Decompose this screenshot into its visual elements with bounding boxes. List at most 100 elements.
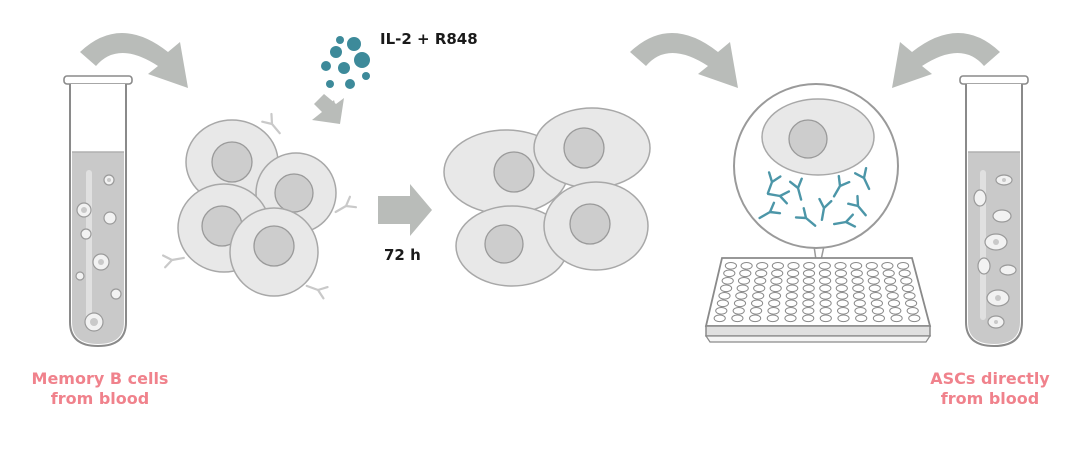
plate-well bbox=[733, 299, 747, 308]
plate-well bbox=[889, 307, 902, 315]
plate-well bbox=[784, 307, 798, 315]
plate-well bbox=[855, 314, 868, 323]
plate-well bbox=[756, 262, 769, 270]
plate-well bbox=[906, 307, 919, 315]
plate-well bbox=[750, 307, 763, 315]
plate-well bbox=[769, 284, 782, 293]
plate-well bbox=[837, 307, 850, 315]
plate-well bbox=[837, 314, 850, 323]
plate-well bbox=[732, 307, 745, 315]
plate-well bbox=[787, 262, 800, 270]
plate-well bbox=[713, 314, 726, 323]
curved-arrow-icon bbox=[892, 33, 1000, 88]
curved-arrow-icon bbox=[80, 33, 188, 88]
test-tube-icon bbox=[959, 75, 1029, 348]
plate-well bbox=[866, 269, 879, 278]
plate-well bbox=[865, 262, 878, 270]
plate-well bbox=[850, 262, 863, 270]
plate-well bbox=[740, 262, 753, 270]
plate-well bbox=[786, 277, 799, 285]
plate-well bbox=[886, 292, 899, 300]
plate-well bbox=[853, 299, 866, 308]
magnifier-bubble-icon bbox=[733, 83, 899, 275]
plate-well bbox=[784, 314, 797, 323]
plate-well bbox=[901, 284, 915, 293]
plate-well bbox=[766, 314, 779, 323]
caption-line: from blood bbox=[940, 389, 1040, 408]
plate-well bbox=[786, 284, 799, 293]
stimulant-particles-icon bbox=[321, 36, 370, 89]
b-cell-cluster-icon bbox=[161, 112, 358, 300]
plate-well bbox=[834, 269, 848, 278]
plate-well bbox=[890, 314, 903, 323]
plate-well bbox=[768, 292, 782, 300]
plate-well bbox=[903, 292, 916, 300]
plate-well bbox=[718, 292, 731, 300]
plate-well bbox=[870, 299, 884, 308]
plate-well bbox=[802, 284, 815, 293]
plate-well bbox=[819, 292, 832, 300]
plate-well bbox=[854, 307, 867, 315]
plate-well bbox=[887, 299, 901, 308]
forward-arrow-icon bbox=[378, 184, 432, 236]
plate-well bbox=[819, 314, 832, 323]
plate-well bbox=[885, 284, 898, 293]
duration-label: 72 h bbox=[384, 246, 421, 264]
caption-line: from blood bbox=[50, 389, 150, 408]
plate-well bbox=[834, 262, 847, 270]
plate-well bbox=[819, 299, 832, 308]
plate-well bbox=[871, 307, 885, 315]
plate-well bbox=[767, 307, 780, 315]
plate-well bbox=[737, 277, 751, 285]
plate-well bbox=[803, 262, 816, 270]
plate-well bbox=[836, 299, 849, 308]
plate-well bbox=[720, 284, 733, 293]
plate-well bbox=[898, 269, 911, 278]
plate-well bbox=[897, 262, 910, 270]
plate-well bbox=[905, 299, 918, 308]
plate-well bbox=[882, 269, 895, 278]
plate-well bbox=[802, 307, 815, 315]
plate-well bbox=[785, 292, 798, 300]
plate-well bbox=[731, 314, 744, 323]
plate-well bbox=[819, 307, 832, 315]
plate-well bbox=[768, 299, 781, 308]
plate-well bbox=[785, 299, 798, 308]
plate-well bbox=[851, 277, 864, 285]
caption-line: ASCs directly bbox=[930, 369, 1050, 388]
plate-well bbox=[869, 292, 882, 300]
plate-well bbox=[716, 299, 730, 308]
curved-arrow-icon bbox=[630, 33, 738, 88]
plasmablast-cluster-icon bbox=[443, 107, 651, 287]
plate-well bbox=[754, 277, 767, 285]
plate-well bbox=[872, 314, 886, 323]
plate-well bbox=[802, 299, 815, 308]
elisa-plate-icon bbox=[704, 257, 932, 343]
plate-well bbox=[755, 269, 768, 278]
plate-well bbox=[770, 277, 783, 285]
plate-well bbox=[771, 262, 785, 270]
plate-well bbox=[867, 277, 880, 285]
plate-well bbox=[883, 277, 897, 285]
memory-b-cells-caption: Memory B cells from blood bbox=[10, 369, 190, 409]
stimulant-label: IL-2 + R848 bbox=[380, 30, 478, 48]
plate-well bbox=[819, 277, 832, 285]
plate-well bbox=[850, 269, 863, 278]
plate-well bbox=[739, 269, 752, 278]
plate-well bbox=[868, 284, 881, 293]
plate-well bbox=[835, 277, 848, 285]
particle-arrow-icon bbox=[312, 94, 344, 124]
plate-well bbox=[771, 269, 784, 278]
plate-well bbox=[852, 292, 866, 300]
plate-well bbox=[818, 262, 831, 270]
plate-well bbox=[751, 299, 764, 308]
plate-well bbox=[836, 292, 849, 300]
test-tube-icon bbox=[63, 75, 133, 348]
plate-well bbox=[715, 307, 728, 315]
plate-well bbox=[735, 292, 748, 300]
plate-well bbox=[908, 314, 921, 323]
plate-well bbox=[802, 314, 815, 323]
plate-well bbox=[818, 269, 832, 278]
plate-well bbox=[753, 284, 766, 293]
